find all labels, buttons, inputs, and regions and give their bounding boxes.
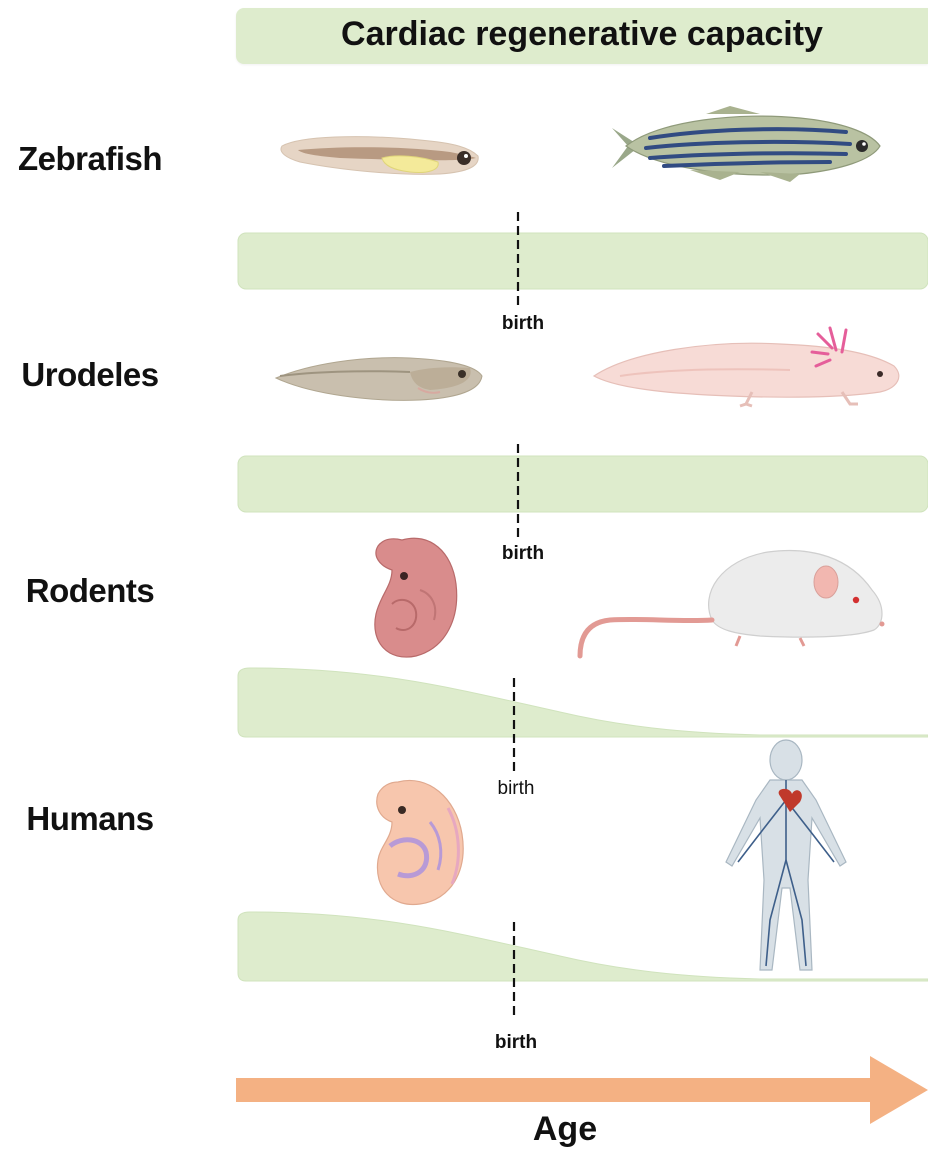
species-label-rodents: Rodents [0,572,180,610]
birth-label-rodents: birth [476,778,556,800]
human-circulatory-system-icon [726,740,846,970]
humans-capacity-curve [238,912,928,981]
mouse-icon [580,551,885,656]
axolotl-icon [594,328,899,406]
urodeles-capacity-band [238,456,928,512]
rodents-capacity-curve [238,668,928,737]
adult-zebrafish-icon [612,106,880,182]
birth-label-urodeles: birth [483,543,563,565]
species-label-zebrafish: Zebrafish [0,140,180,178]
birth-label-humans: birth [476,1032,556,1054]
urodele-larva-icon [276,358,482,401]
species-label-humans: Humans [0,800,180,838]
age-axis-label: Age [480,1110,650,1149]
species-label-urodeles: Urodeles [0,356,180,394]
birth-label-zebrafish: birth [483,313,563,335]
zebrafish-larva-icon [281,137,478,175]
zebrafish-capacity-band [238,233,928,289]
rodent-embryo-icon [375,538,457,657]
human-embryo-icon [377,780,463,904]
